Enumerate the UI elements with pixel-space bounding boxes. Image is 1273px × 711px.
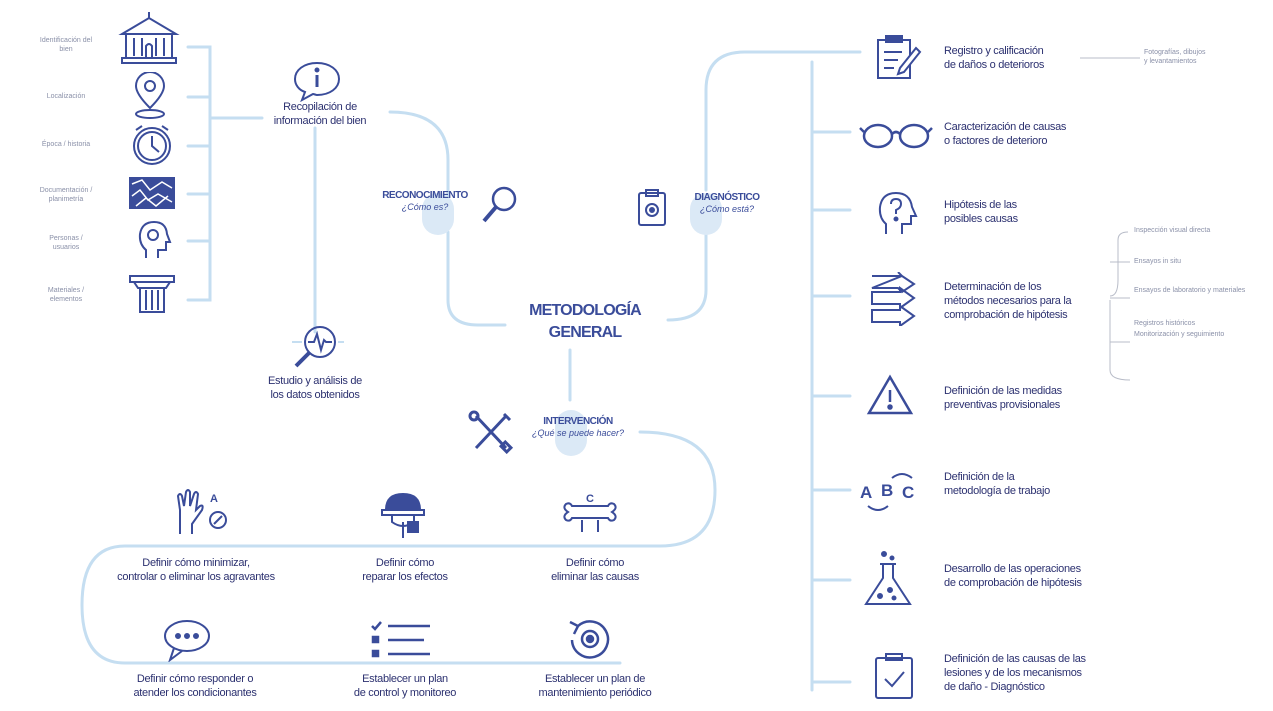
- svg-text:A: A: [210, 493, 218, 505]
- tools-icon: [468, 410, 514, 459]
- clipboard-icon: [636, 188, 668, 233]
- location-pin-icon: [130, 71, 170, 125]
- intervencion-hub-bg: [555, 410, 587, 456]
- left-item-label: Materiales / elementos: [47, 287, 85, 303]
- left-item-label: Época / historia: [41, 141, 91, 148]
- left-item-label: Personas / usuarios: [49, 235, 83, 251]
- abc-icon: A B C: [858, 468, 920, 521]
- left-item-label: Identificación del bien: [39, 37, 93, 53]
- hand-tool-icon: A: [172, 488, 236, 541]
- head-question-icon: [876, 190, 918, 241]
- flask-icon: [862, 550, 914, 613]
- left-item-label: Localización: [46, 93, 86, 100]
- refresh-gear-icon: [564, 614, 616, 669]
- search-icon: [480, 184, 520, 231]
- arrows-icon: [870, 271, 918, 331]
- intervencion-item-label: Definir cómo minimizar,controlar o elimi…: [117, 557, 275, 583]
- svg-text:C: C: [902, 483, 914, 502]
- diagnostico-hub[interactable]: DIAGNÓSTICO ¿Cómo está?: [694, 192, 760, 214]
- side-note-b: Inspección visual directa Ensayos in sit…: [1134, 227, 1246, 338]
- list-icon: [370, 620, 432, 667]
- intervencion-hub[interactable]: INTERVENCIÓN ¿Qué se puede hacer?: [531, 416, 625, 438]
- center-title: METODOLOGÍA GENERAL: [529, 302, 642, 341]
- recopilacion-label: Recopilación de información del bien: [273, 101, 367, 127]
- glasses-icon: [858, 120, 934, 155]
- clipboard-edit-icon: [874, 34, 922, 87]
- svg-text:C: C: [586, 493, 594, 505]
- info-bubble-icon: [292, 60, 342, 107]
- map-icon: [128, 176, 176, 215]
- helmet-icon: [378, 490, 428, 545]
- reconocimiento-hub[interactable]: RECONOCIMIENTO ¿Cómo es?: [382, 190, 468, 212]
- svg-text:A: A: [860, 483, 872, 502]
- magnifier-pulse-icon: [288, 322, 346, 377]
- left-item-label: Documentación / planimetría: [39, 187, 93, 203]
- svg-text:B: B: [881, 481, 893, 500]
- building-icon: [118, 12, 180, 69]
- speech-bubble-icon: [162, 618, 212, 667]
- diagnostico-hub-bg: [690, 193, 722, 235]
- warning-icon: [866, 374, 914, 421]
- checklist-icon: [872, 652, 916, 707]
- bone-icon: C: [560, 490, 620, 541]
- head-icon: [136, 220, 172, 265]
- estudio-label: Estudio y análisis de los datos obtenido…: [268, 375, 362, 401]
- clock-icon: [128, 124, 176, 173]
- reconocimiento-hub-bg: [422, 193, 454, 235]
- column-icon: [128, 274, 176, 319]
